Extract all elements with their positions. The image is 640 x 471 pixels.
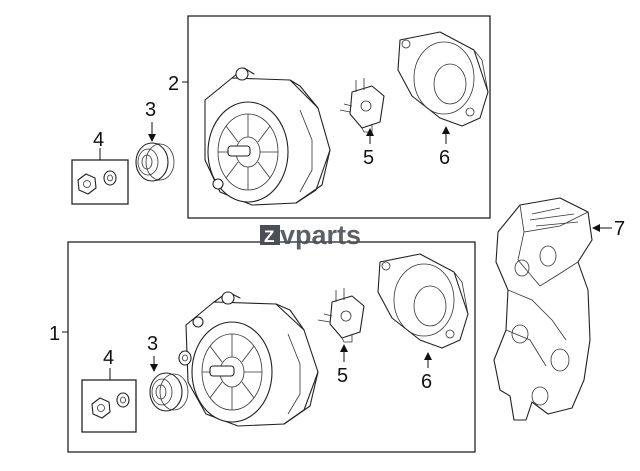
callout-3-top: 3 (145, 99, 156, 121)
washer-bottom-illustration (178, 350, 192, 366)
alternator-top-illustration (204, 67, 331, 206)
callout-5-top: 5 (363, 147, 374, 169)
assembly-2-frame (187, 15, 491, 219)
callout-3-bottom: 3 (147, 333, 158, 355)
watermark-text: vparts (280, 220, 361, 250)
callout-2: 2 (168, 73, 179, 95)
watermark-mark-letter: Z (264, 227, 274, 246)
pulley-top-illustration (135, 142, 175, 182)
alternator-bottom-illustration (185, 291, 319, 427)
hardware-bottom-frame (81, 379, 137, 433)
callout-5-bottom: 5 (337, 365, 348, 387)
mounting-bracket-illustration (493, 197, 593, 421)
watermark-logo: Z vparts (260, 220, 361, 250)
nut-washer-bottom-illustration (91, 392, 130, 419)
rear-cover-top-illustration (397, 31, 489, 127)
callout-4-bottom: 4 (103, 347, 114, 369)
rear-cover-bottom-illustration (377, 253, 469, 349)
regulator-bottom-illustration (317, 288, 365, 343)
callout-6-bottom: 6 (421, 371, 432, 393)
callout-1: 1 (49, 323, 60, 345)
callout-6-top: 6 (439, 147, 450, 169)
callout-7: 7 (614, 218, 625, 240)
callout-4-top: 4 (93, 129, 104, 151)
callout-leaders (62, 81, 612, 380)
regulator-top-illustration (339, 78, 385, 133)
pulley-bottom-illustration (149, 372, 189, 412)
watermark-mark-icon (260, 225, 280, 245)
nut-washer-top-illustration (77, 170, 117, 195)
